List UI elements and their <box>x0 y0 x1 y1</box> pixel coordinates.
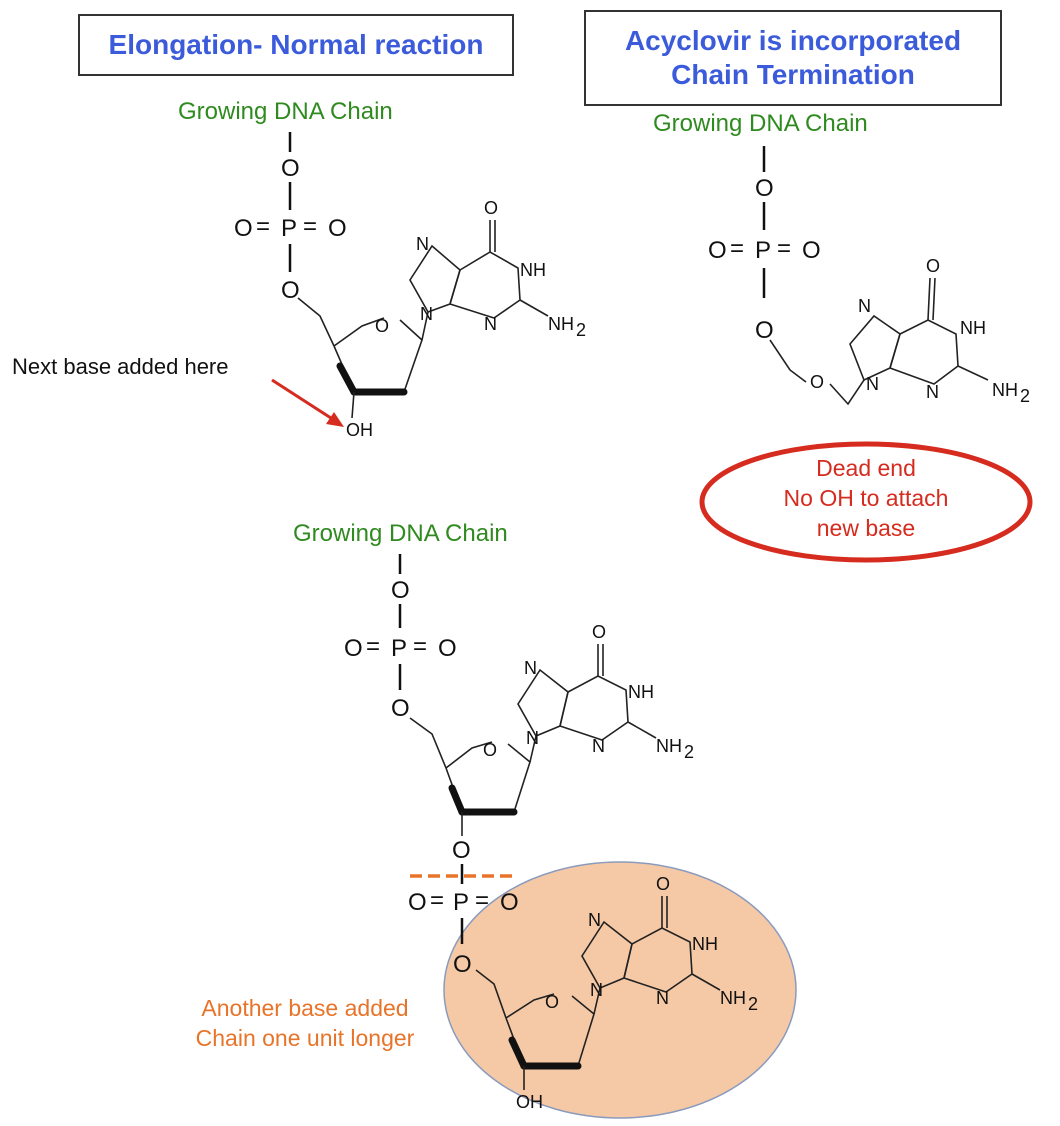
atom-p: P <box>755 237 771 264</box>
acyclovir-structure: O O = P = O O O O N N NH N NH 2 <box>708 146 1030 406</box>
atom-n: N <box>866 374 879 394</box>
atom-n: N <box>416 234 429 254</box>
acyclovir-title-line2: Chain Termination <box>671 59 915 90</box>
atom-n: N <box>926 382 939 402</box>
dead-end-line3: new base <box>816 514 916 541</box>
atom-subscript: 2 <box>1020 386 1030 406</box>
atom-n: N <box>590 980 603 1000</box>
atom-o: O <box>802 237 821 264</box>
atom-nh2: NH <box>992 380 1018 400</box>
atom-o: O <box>484 198 498 218</box>
svg-text:=: = <box>777 235 791 262</box>
atom-o: O <box>328 215 347 242</box>
atom-nh: NH <box>628 682 654 702</box>
dead-end-line2: No OH to attach <box>783 484 949 511</box>
atom-n: N <box>420 304 433 324</box>
atom-o: O <box>545 992 559 1012</box>
growing-chain-label-bottom: Growing DNA Chain <box>293 520 508 547</box>
atom-p: P <box>281 215 297 242</box>
atom-o: O <box>755 175 774 202</box>
atom-o: O <box>500 889 519 916</box>
atom-n: N <box>656 988 669 1008</box>
atom-subscript: 2 <box>748 994 758 1014</box>
another-base-text: Another base added Chain one unit longer <box>160 994 450 1054</box>
atom-n: N <box>484 314 497 334</box>
atom-o: O <box>483 740 497 760</box>
atom-subscript: 2 <box>684 742 694 762</box>
atom-n: N <box>858 296 871 316</box>
svg-text:=: = <box>730 235 744 262</box>
elongation-title: Elongation- Normal reaction <box>108 29 484 61</box>
next-base-arrow <box>271 378 344 427</box>
atom-nh: NH <box>960 318 986 338</box>
atom-o: O <box>755 317 774 344</box>
atom-o: O <box>452 837 471 864</box>
atom-nh: NH <box>692 934 718 954</box>
left-nucleotide-structure: O O = P = O O O OH O N N NH N NH 2 <box>234 132 586 440</box>
another-base-line1: Another base added <box>201 995 409 1021</box>
dead-end-text: Dead end No OH to attach new base <box>710 454 1022 544</box>
svg-text:=: = <box>413 633 427 660</box>
atom-nh2: NH <box>720 988 746 1008</box>
added-base-highlight <box>443 861 797 1119</box>
another-base-line2: Chain one unit longer <box>195 1024 415 1051</box>
atom-o: O <box>408 889 427 916</box>
atom-o: O <box>391 695 410 722</box>
atom-o: O <box>438 635 457 662</box>
atom-o: O <box>926 256 940 276</box>
svg-text:=: = <box>303 213 317 240</box>
atom-nh: NH <box>520 260 546 280</box>
atom-o: O <box>344 635 363 662</box>
atom-o: O <box>708 237 727 264</box>
elongation-title-box: Elongation- Normal reaction <box>78 14 514 76</box>
atom-n: N <box>526 728 539 748</box>
atom-p: P <box>453 889 469 916</box>
atom-o: O <box>656 874 670 894</box>
atom-o: O <box>281 277 300 304</box>
svg-text:=: = <box>475 887 489 914</box>
acyclovir-title-line1: Acyclovir is incorporated <box>624 25 962 57</box>
atom-o: O <box>281 155 300 182</box>
atom-n: N <box>588 910 601 930</box>
atom-oh: OH <box>346 420 373 440</box>
atom-nh2: NH <box>656 736 682 756</box>
atom-subscript: 2 <box>576 320 586 340</box>
atom-o: O <box>592 622 606 642</box>
atom-p: P <box>391 635 407 662</box>
growing-chain-label-right: Growing DNA Chain <box>653 110 868 137</box>
atom-o: O <box>375 316 389 336</box>
next-base-label: Next base added here <box>12 354 229 379</box>
svg-text:=: = <box>256 213 270 240</box>
growing-chain-label-left: Growing DNA Chain <box>178 98 393 125</box>
atom-o: O <box>810 372 824 392</box>
atom-nh2: NH <box>548 314 574 334</box>
atom-n: N <box>524 658 537 678</box>
atom-o: O <box>234 215 253 242</box>
atom-n: N <box>592 736 605 756</box>
acyclovir-title-box: Acyclovir is incorporated Chain Terminat… <box>584 10 1002 106</box>
dead-end-line1: Dead end <box>816 455 916 481</box>
atom-oh: OH <box>516 1092 543 1112</box>
atom-o: O <box>391 577 410 604</box>
svg-text:=: = <box>430 887 444 914</box>
svg-text:=: = <box>366 633 380 660</box>
atom-o: O <box>453 951 472 978</box>
